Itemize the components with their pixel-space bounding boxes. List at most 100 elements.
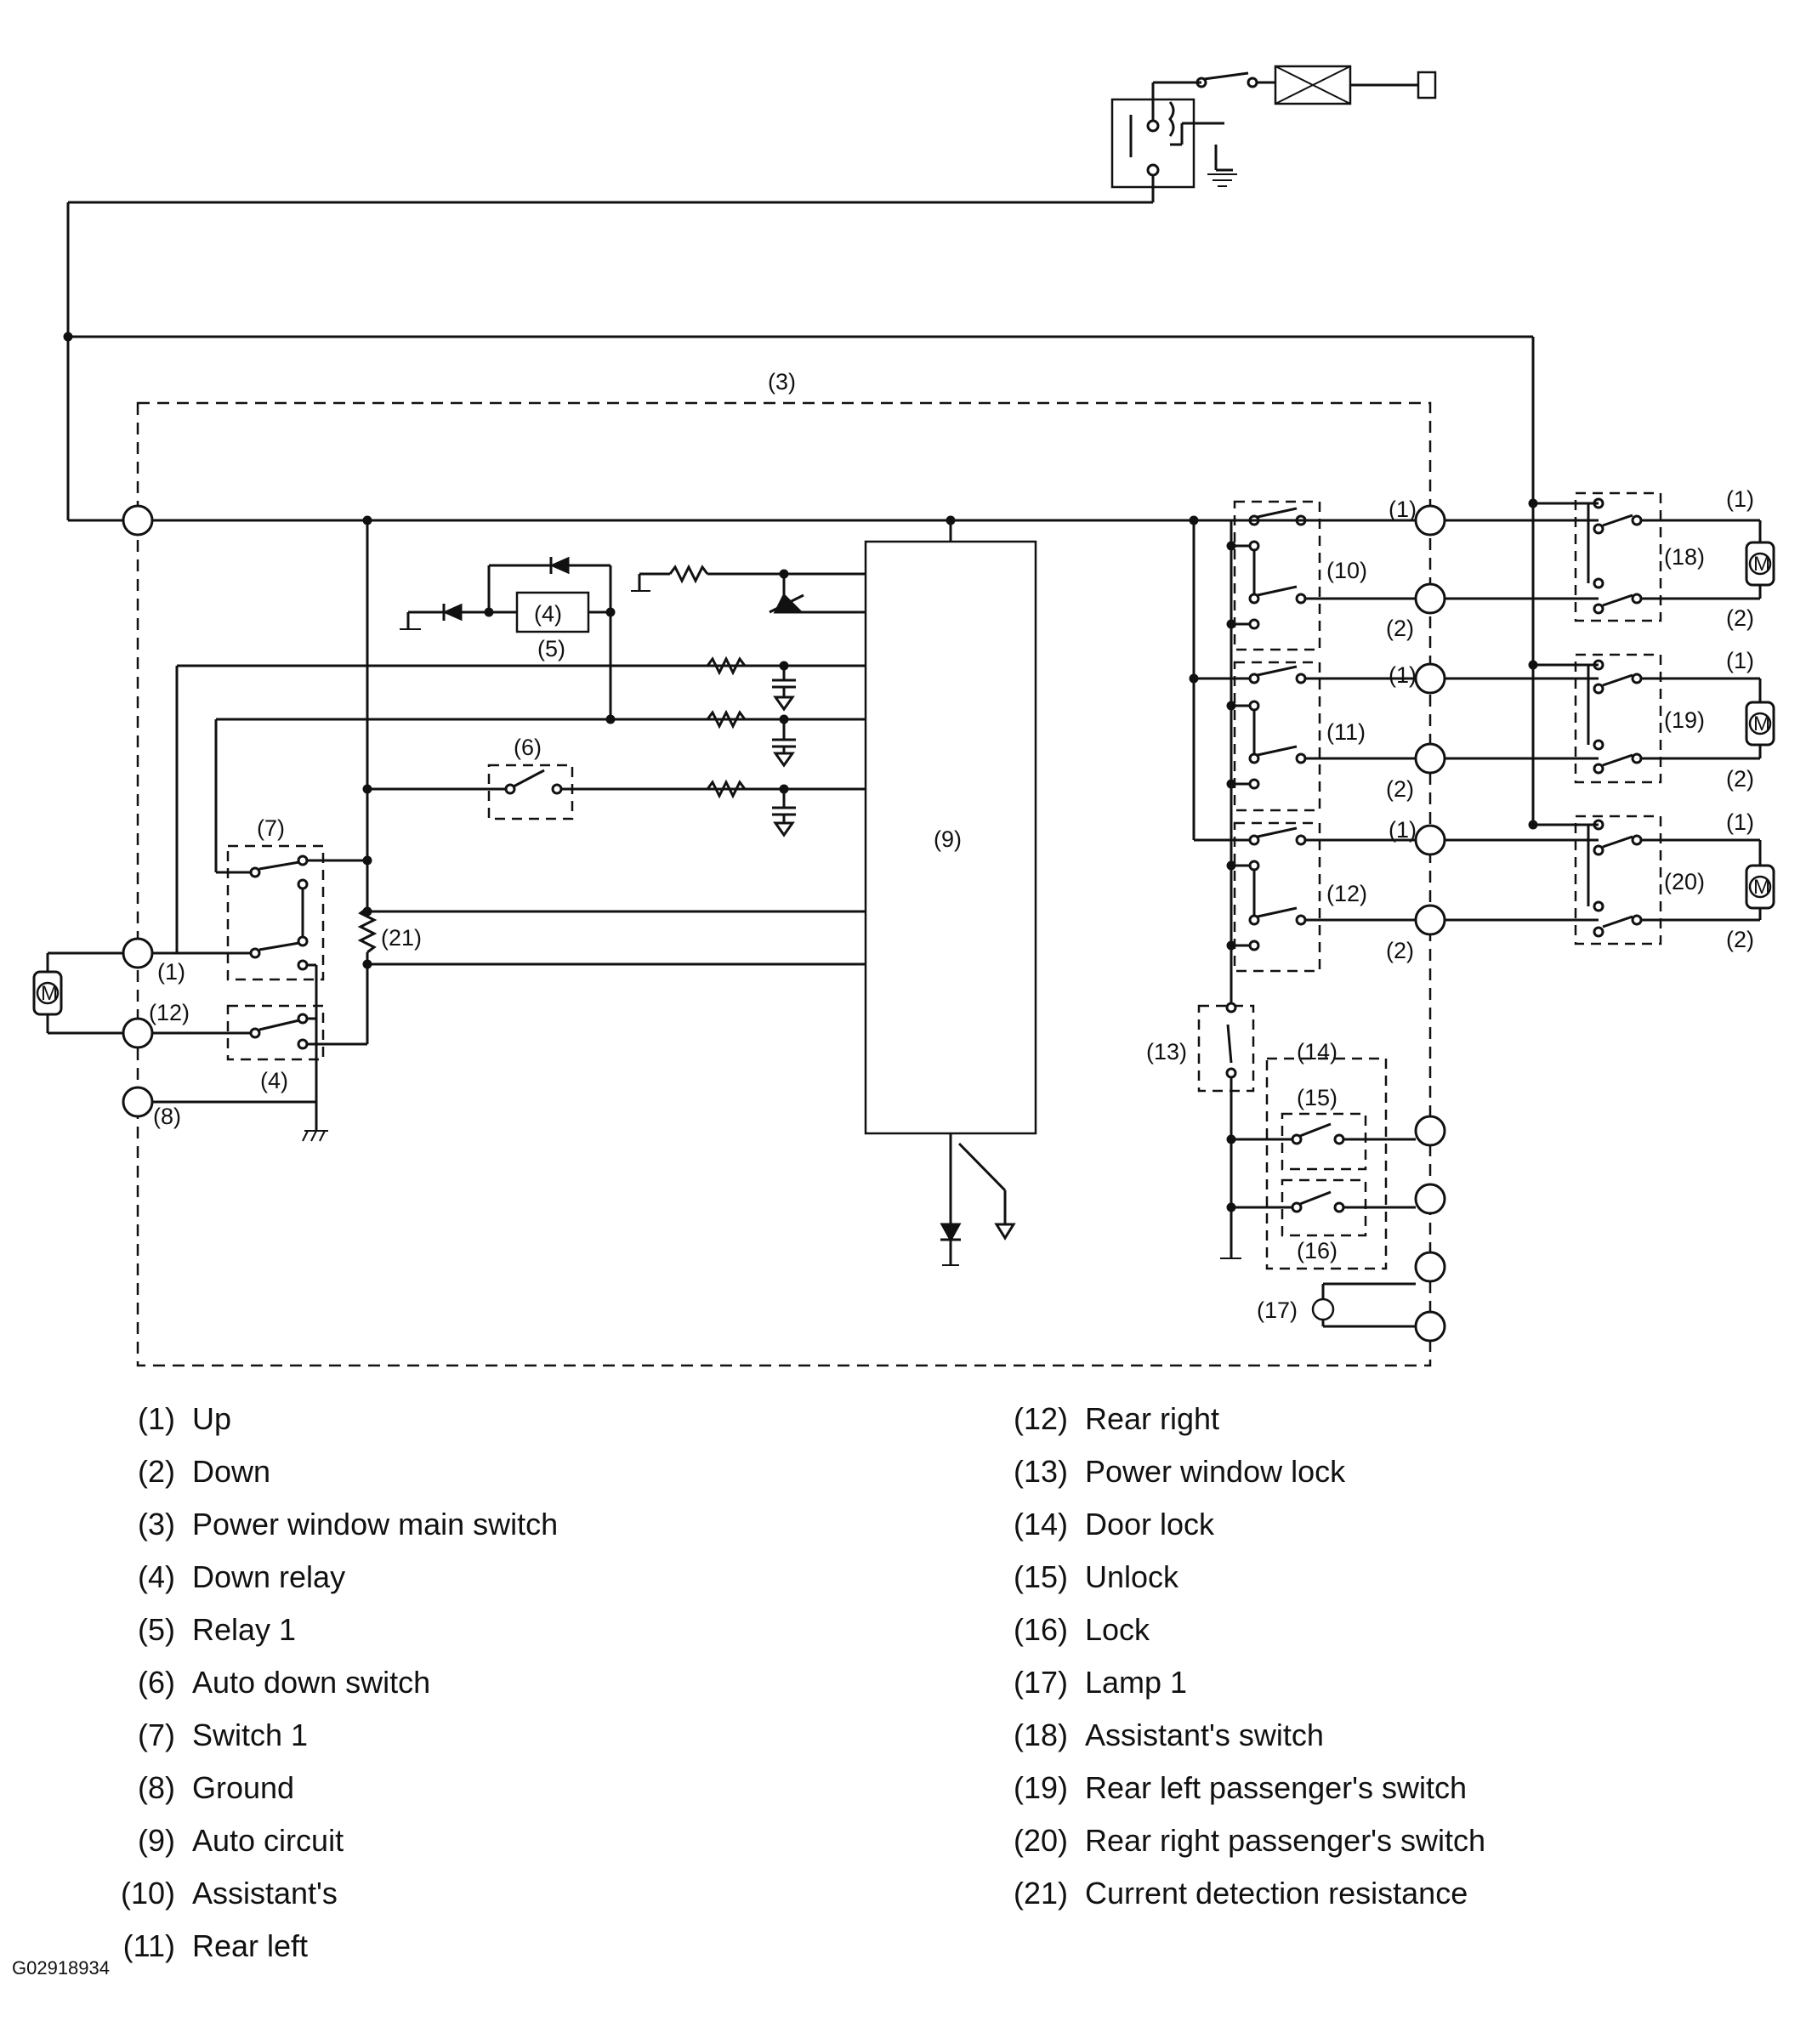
right-terminals [1414,504,1446,1343]
main-supply-wiring [63,175,1535,825]
label-assistants: (10) [1326,558,1367,583]
label-20-down: (2) [1726,927,1754,952]
legend-text: Ground [192,1770,295,1805]
passenger-switch-10 [1226,500,1415,651]
label-down-relay-lower: (4) [260,1068,288,1093]
label-assistant-switch: (18) [1664,544,1705,570]
legend-number: (11) [122,1928,175,1963]
relay-1-group [400,556,616,724]
legend-text: Rear right [1085,1401,1220,1436]
legend-text: Lamp 1 [1085,1665,1188,1700]
legend-number: (6) [138,1665,175,1700]
legend-text: Switch 1 [192,1718,309,1752]
label-rear-right-passenger: (20) [1664,869,1705,894]
motor-letter: M [1753,713,1770,735]
label-18-up: (1) [1726,486,1754,512]
legend-text: Power window lock [1085,1454,1346,1489]
legend-number: (12) [1013,1401,1068,1436]
passenger-switch-11 [1226,661,1415,812]
power-relay-group [1110,65,1437,189]
door-lock-group [1226,1057,1416,1270]
passenger-switch-12 [1226,821,1415,973]
driver-motor [32,951,123,1035]
figure-id: G02918934 [12,1957,110,1979]
legend-text: Rear left passenger's switch [1085,1770,1468,1805]
label-12-down: (2) [1386,938,1414,963]
label-10-up: (1) [1389,497,1417,522]
legend-number: (17) [1013,1665,1068,1700]
legend-number: (15) [1013,1559,1068,1594]
label-power-window-lock: (13) [1146,1039,1187,1065]
label-main-switch: (3) [768,369,796,395]
label-11-down: (2) [1386,776,1414,802]
label-19-down: (2) [1726,766,1754,792]
motor-letter: M [41,982,58,1005]
label-18-down: (2) [1726,605,1754,631]
legend-text: Assistant's switch [1085,1718,1324,1752]
terminal-ground [122,1086,154,1118]
rear-right-passenger-switch-20 [1528,815,1775,945]
legend-text: Unlock [1085,1559,1179,1594]
legend-text: Down relay [192,1559,346,1594]
legend-number: (8) [138,1770,175,1805]
label-unlock: (15) [1297,1085,1337,1110]
auto-down-switch [362,764,866,820]
terminal-up [122,937,154,969]
label-relay-1: (5) [537,636,565,661]
legend-text: Lock [1085,1612,1150,1647]
legend-number: (20) [1013,1823,1068,1858]
legend-text: Rear right passenger's switch [1085,1823,1486,1858]
legend-text: Assistant's [192,1876,338,1911]
legend-number: (16) [1013,1612,1068,1647]
wiring-diagram-svg: (3) (1) (12) (8) (7) (4) (21) (4) (5) (6… [32,65,1775,1367]
label-auto-down: (6) [514,735,542,760]
supply-terminal [122,504,154,537]
assistant-switch-18 [1528,491,1775,622]
down-relay-switch [152,1004,367,1142]
label-lock: (16) [1297,1238,1337,1263]
switch-1-group [152,664,866,1107]
label-rear-left-passenger: (19) [1664,707,1705,733]
legend-number: (13) [1013,1454,1068,1489]
label-ground: (8) [153,1104,181,1129]
legend-number: (21) [1013,1876,1068,1911]
relay-terminal [1146,163,1160,177]
label-down-relay: (4) [534,601,562,627]
relay-terminal [1146,119,1160,133]
label-resistor: (21) [381,925,422,951]
legend-number: (9) [138,1823,175,1858]
label-rear-right-switch: (12) [1326,881,1367,906]
legend-text: Rear left [192,1928,309,1963]
ignition-switch [1203,71,1249,81]
legend-number: (2) [138,1454,175,1489]
relay-coil [1168,101,1175,137]
diagram-labels: (3) (1) (12) (8) (7) (4) (21) (4) (5) (6… [41,369,1770,1323]
legend-text: Relay 1 [192,1612,297,1647]
label-11-up: (1) [1389,662,1417,688]
label-20-up: (1) [1726,809,1754,835]
terminal-rear-right [122,1017,154,1049]
legend: (1) Up (2) Down (3) Power window main sw… [0,1382,1806,1963]
lamp-1 [1311,1282,1416,1328]
label-door-lock: (14) [1297,1039,1337,1065]
legend-number: (7) [138,1718,175,1752]
rear-left-passenger-switch-19 [1528,653,1775,784]
right-switch-bus [1189,515,1250,1003]
label-up: (1) [157,959,185,985]
current-detection-resistor [357,515,866,1044]
legend-text: Power window main switch [192,1507,559,1542]
legend-text: Down [192,1454,271,1489]
legend-number: (14) [1013,1507,1068,1542]
legend-text: Current detection resistance [1085,1876,1468,1911]
label-rear-left: (11) [1326,719,1366,745]
label-12-up: (1) [1389,817,1417,843]
legend-number: (1) [138,1401,175,1436]
rc-filters [706,656,796,837]
label-19-up: (1) [1726,648,1754,673]
legend-text: Door lock [1085,1507,1215,1542]
legend-number: (4) [138,1559,175,1594]
power-window-lock-switch [1197,1002,1255,1259]
label-lamp-1: (17) [1257,1297,1298,1323]
legend-number: (19) [1013,1770,1068,1805]
label-auto-circuit: (9) [934,826,962,852]
